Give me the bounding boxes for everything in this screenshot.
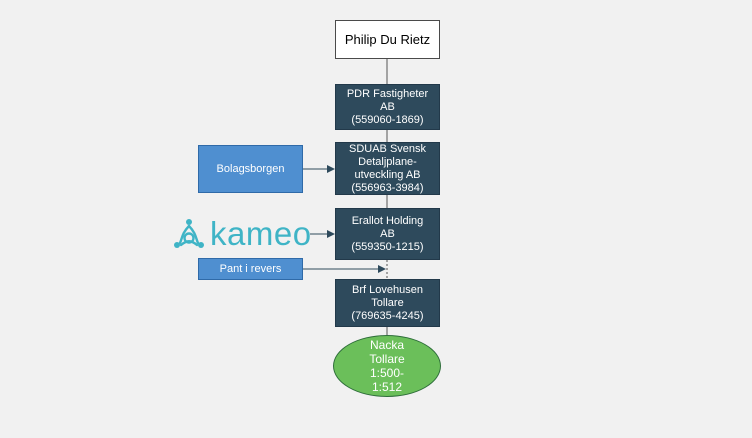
property-line: Tollare xyxy=(369,352,405,366)
kameo-logo-icon xyxy=(174,219,204,248)
property-line: 1:500- xyxy=(369,366,404,380)
entity-line: AB xyxy=(380,100,395,113)
property-line: Nacka xyxy=(369,338,404,352)
entity-line: utveckling AB xyxy=(354,168,421,181)
kameo-logo: kameo xyxy=(172,214,312,254)
entity-erallot-holding: Erallot Holding AB (559350-1215) xyxy=(335,208,440,260)
entity-line: Detaljplane- xyxy=(358,155,417,168)
owner-node: Philip Du Rietz xyxy=(335,20,440,59)
entity-sduab: SDUAB Svensk Detaljplane- utveckling AB … xyxy=(335,142,440,195)
pant-i-revers-node: Pant i revers xyxy=(198,258,303,280)
entity-line: Tollare xyxy=(371,296,404,309)
entity-line: Brf Lovehusen xyxy=(352,283,423,296)
entity-line: SDUAB Svensk xyxy=(348,142,427,155)
pant-label: Pant i revers xyxy=(219,263,282,275)
bolagsborgen-label: Bolagsborgen xyxy=(216,163,285,175)
entity-line: (769635-4245) xyxy=(351,309,424,322)
owner-name: Philip Du Rietz xyxy=(344,32,431,47)
entity-line: Erallot Holding xyxy=(351,214,424,227)
entity-line: (559350-1215) xyxy=(351,240,424,253)
entity-line: (556963-3984) xyxy=(351,181,424,194)
entity-line: PDR Fastigheter xyxy=(346,87,429,100)
property-line: 1:512 xyxy=(371,380,402,394)
entity-line: AB xyxy=(380,227,395,240)
bolagsborgen-node: Bolagsborgen xyxy=(198,145,303,193)
entity-line: (559060-1869) xyxy=(351,113,424,126)
entity-pdr-fastigheter: PDR Fastigheter AB (559060-1869) xyxy=(335,84,440,130)
property-node: Nacka Tollare 1:500- 1:512 xyxy=(333,335,441,397)
entity-brf-lovehusen: Brf Lovehusen Tollare (769635-4245) xyxy=(335,279,440,327)
kameo-wordmark: kameo xyxy=(210,215,312,252)
